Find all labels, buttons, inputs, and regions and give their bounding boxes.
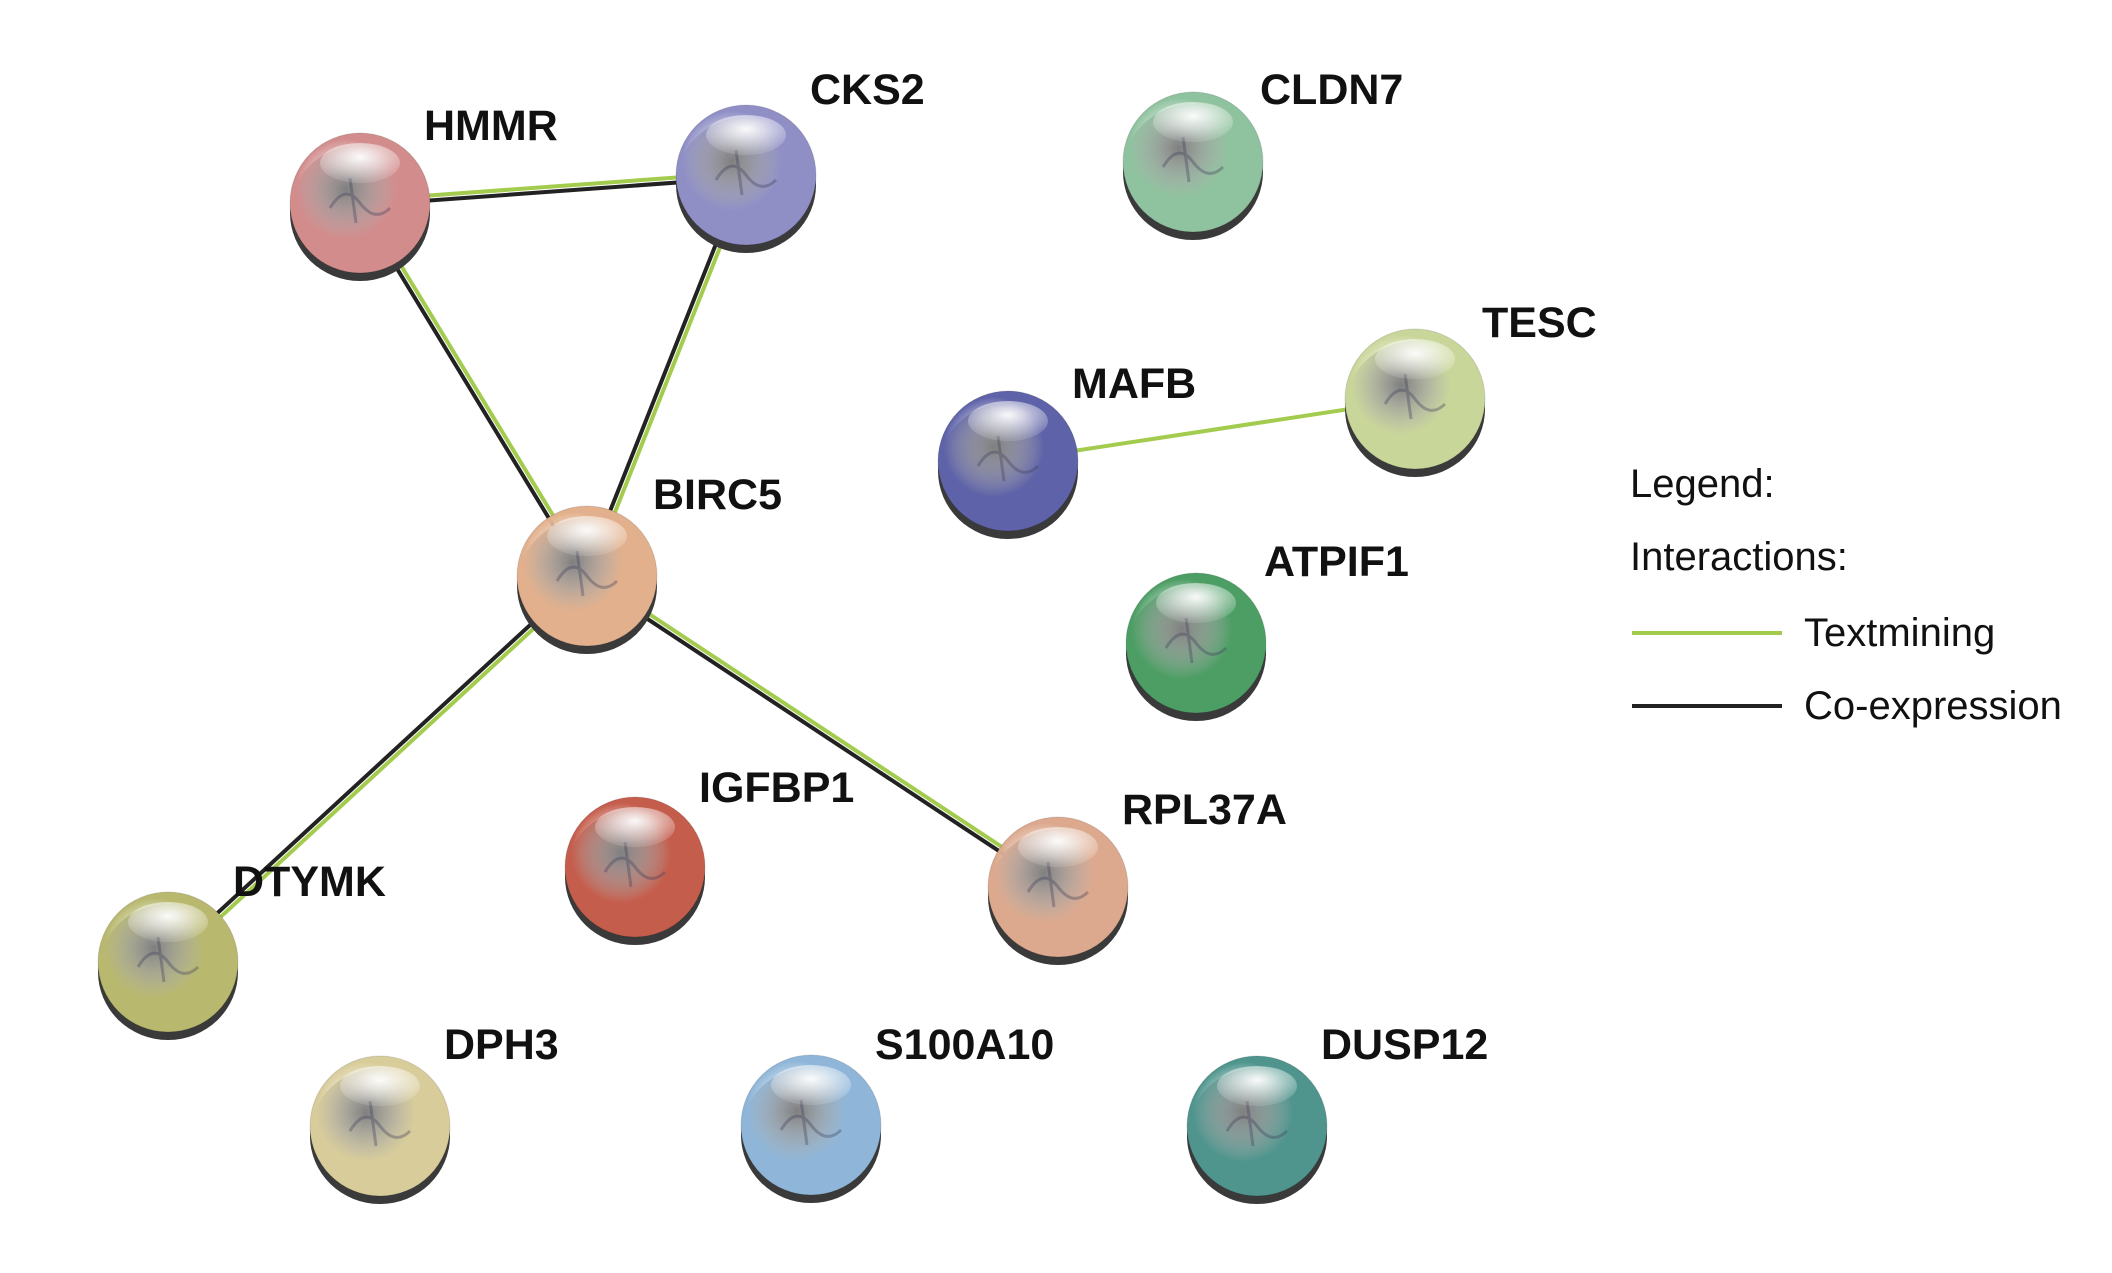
node-highlight: [128, 902, 208, 942]
node-cks2[interactable]: CKS2: [675, 66, 925, 253]
node-label: DTYMK: [233, 858, 386, 906]
protein-structure-icon: [136, 936, 200, 983]
protein-structure-icon: [555, 550, 619, 597]
node-label: DUSP12: [1321, 1021, 1488, 1069]
node-s100a10[interactable]: S100A10: [740, 1021, 1054, 1203]
protein-structure-icon: [603, 841, 667, 888]
node-label: TESC: [1482, 299, 1597, 347]
node-label: BIRC5: [653, 471, 782, 519]
protein-structure-icon: [1161, 136, 1225, 183]
legend-coexpression-label: Co-expression: [1804, 684, 2062, 728]
edge-birc5-dtymk: [164, 572, 591, 966]
edges-layer: [164, 170, 1416, 966]
node-highlight: [706, 115, 786, 155]
edge-line-textmining: [587, 572, 1061, 887]
node-highlight: [340, 1066, 420, 1106]
legend-subtitle: Interactions:: [1630, 535, 1848, 579]
node-highlight: [771, 1065, 851, 1105]
protein-structure-icon: [1225, 1100, 1289, 1147]
protein-structure-icon: [328, 177, 392, 224]
node-rpl37a[interactable]: RPL37A: [987, 786, 1287, 965]
node-highlight: [1217, 1066, 1297, 1106]
legend: Legend: Interactions: Textmining Co-expr…: [1630, 462, 2062, 728]
node-birc5[interactable]: BIRC5: [516, 471, 782, 654]
node-label: S100A10: [875, 1021, 1054, 1069]
node-highlight: [1153, 102, 1233, 142]
edge-line-textmining: [168, 576, 591, 966]
protein-structure-icon: [714, 149, 778, 196]
edge-line-co-expression: [584, 576, 1058, 891]
protein-structure-icon: [348, 1100, 412, 1147]
protein-structure-icon: [779, 1099, 843, 1146]
node-label: IGFBP1: [699, 764, 854, 812]
node-highlight: [968, 401, 1048, 441]
node-mafb[interactable]: MAFB: [937, 360, 1196, 539]
edge-birc5-rpl37a: [584, 572, 1061, 891]
node-label: CKS2: [810, 66, 925, 114]
node-label: ATPIF1: [1264, 538, 1409, 586]
node-label: RPL37A: [1122, 786, 1287, 834]
node-igfbp1[interactable]: IGFBP1: [564, 764, 854, 945]
legend-title: Legend:: [1630, 462, 1775, 506]
node-atpif1[interactable]: ATPIF1: [1125, 538, 1409, 721]
node-hmmr[interactable]: HMMR: [289, 102, 558, 281]
node-highlight: [1156, 583, 1236, 623]
node-cldn7[interactable]: CLDN7: [1122, 66, 1403, 240]
node-tesc[interactable]: TESC: [1344, 299, 1597, 477]
node-highlight: [1375, 339, 1455, 379]
node-highlight: [547, 516, 627, 556]
protein-structure-icon: [1383, 373, 1447, 420]
node-dusp12[interactable]: DUSP12: [1186, 1021, 1488, 1204]
protein-structure-icon: [1164, 617, 1228, 664]
node-highlight: [595, 807, 675, 847]
node-highlight: [320, 143, 400, 183]
edge-line-co-expression: [164, 572, 587, 962]
node-highlight: [1018, 827, 1098, 867]
protein-structure-icon: [1026, 861, 1090, 908]
node-label: MAFB: [1072, 360, 1196, 408]
node-dtymk[interactable]: DTYMK: [97, 858, 386, 1040]
node-label: CLDN7: [1260, 66, 1403, 114]
legend-textmining-label: Textmining: [1804, 611, 1995, 655]
node-label: HMMR: [424, 102, 558, 150]
node-label: DPH3: [444, 1021, 559, 1069]
node-dph3[interactable]: DPH3: [309, 1021, 559, 1204]
protein-structure-icon: [976, 435, 1040, 482]
